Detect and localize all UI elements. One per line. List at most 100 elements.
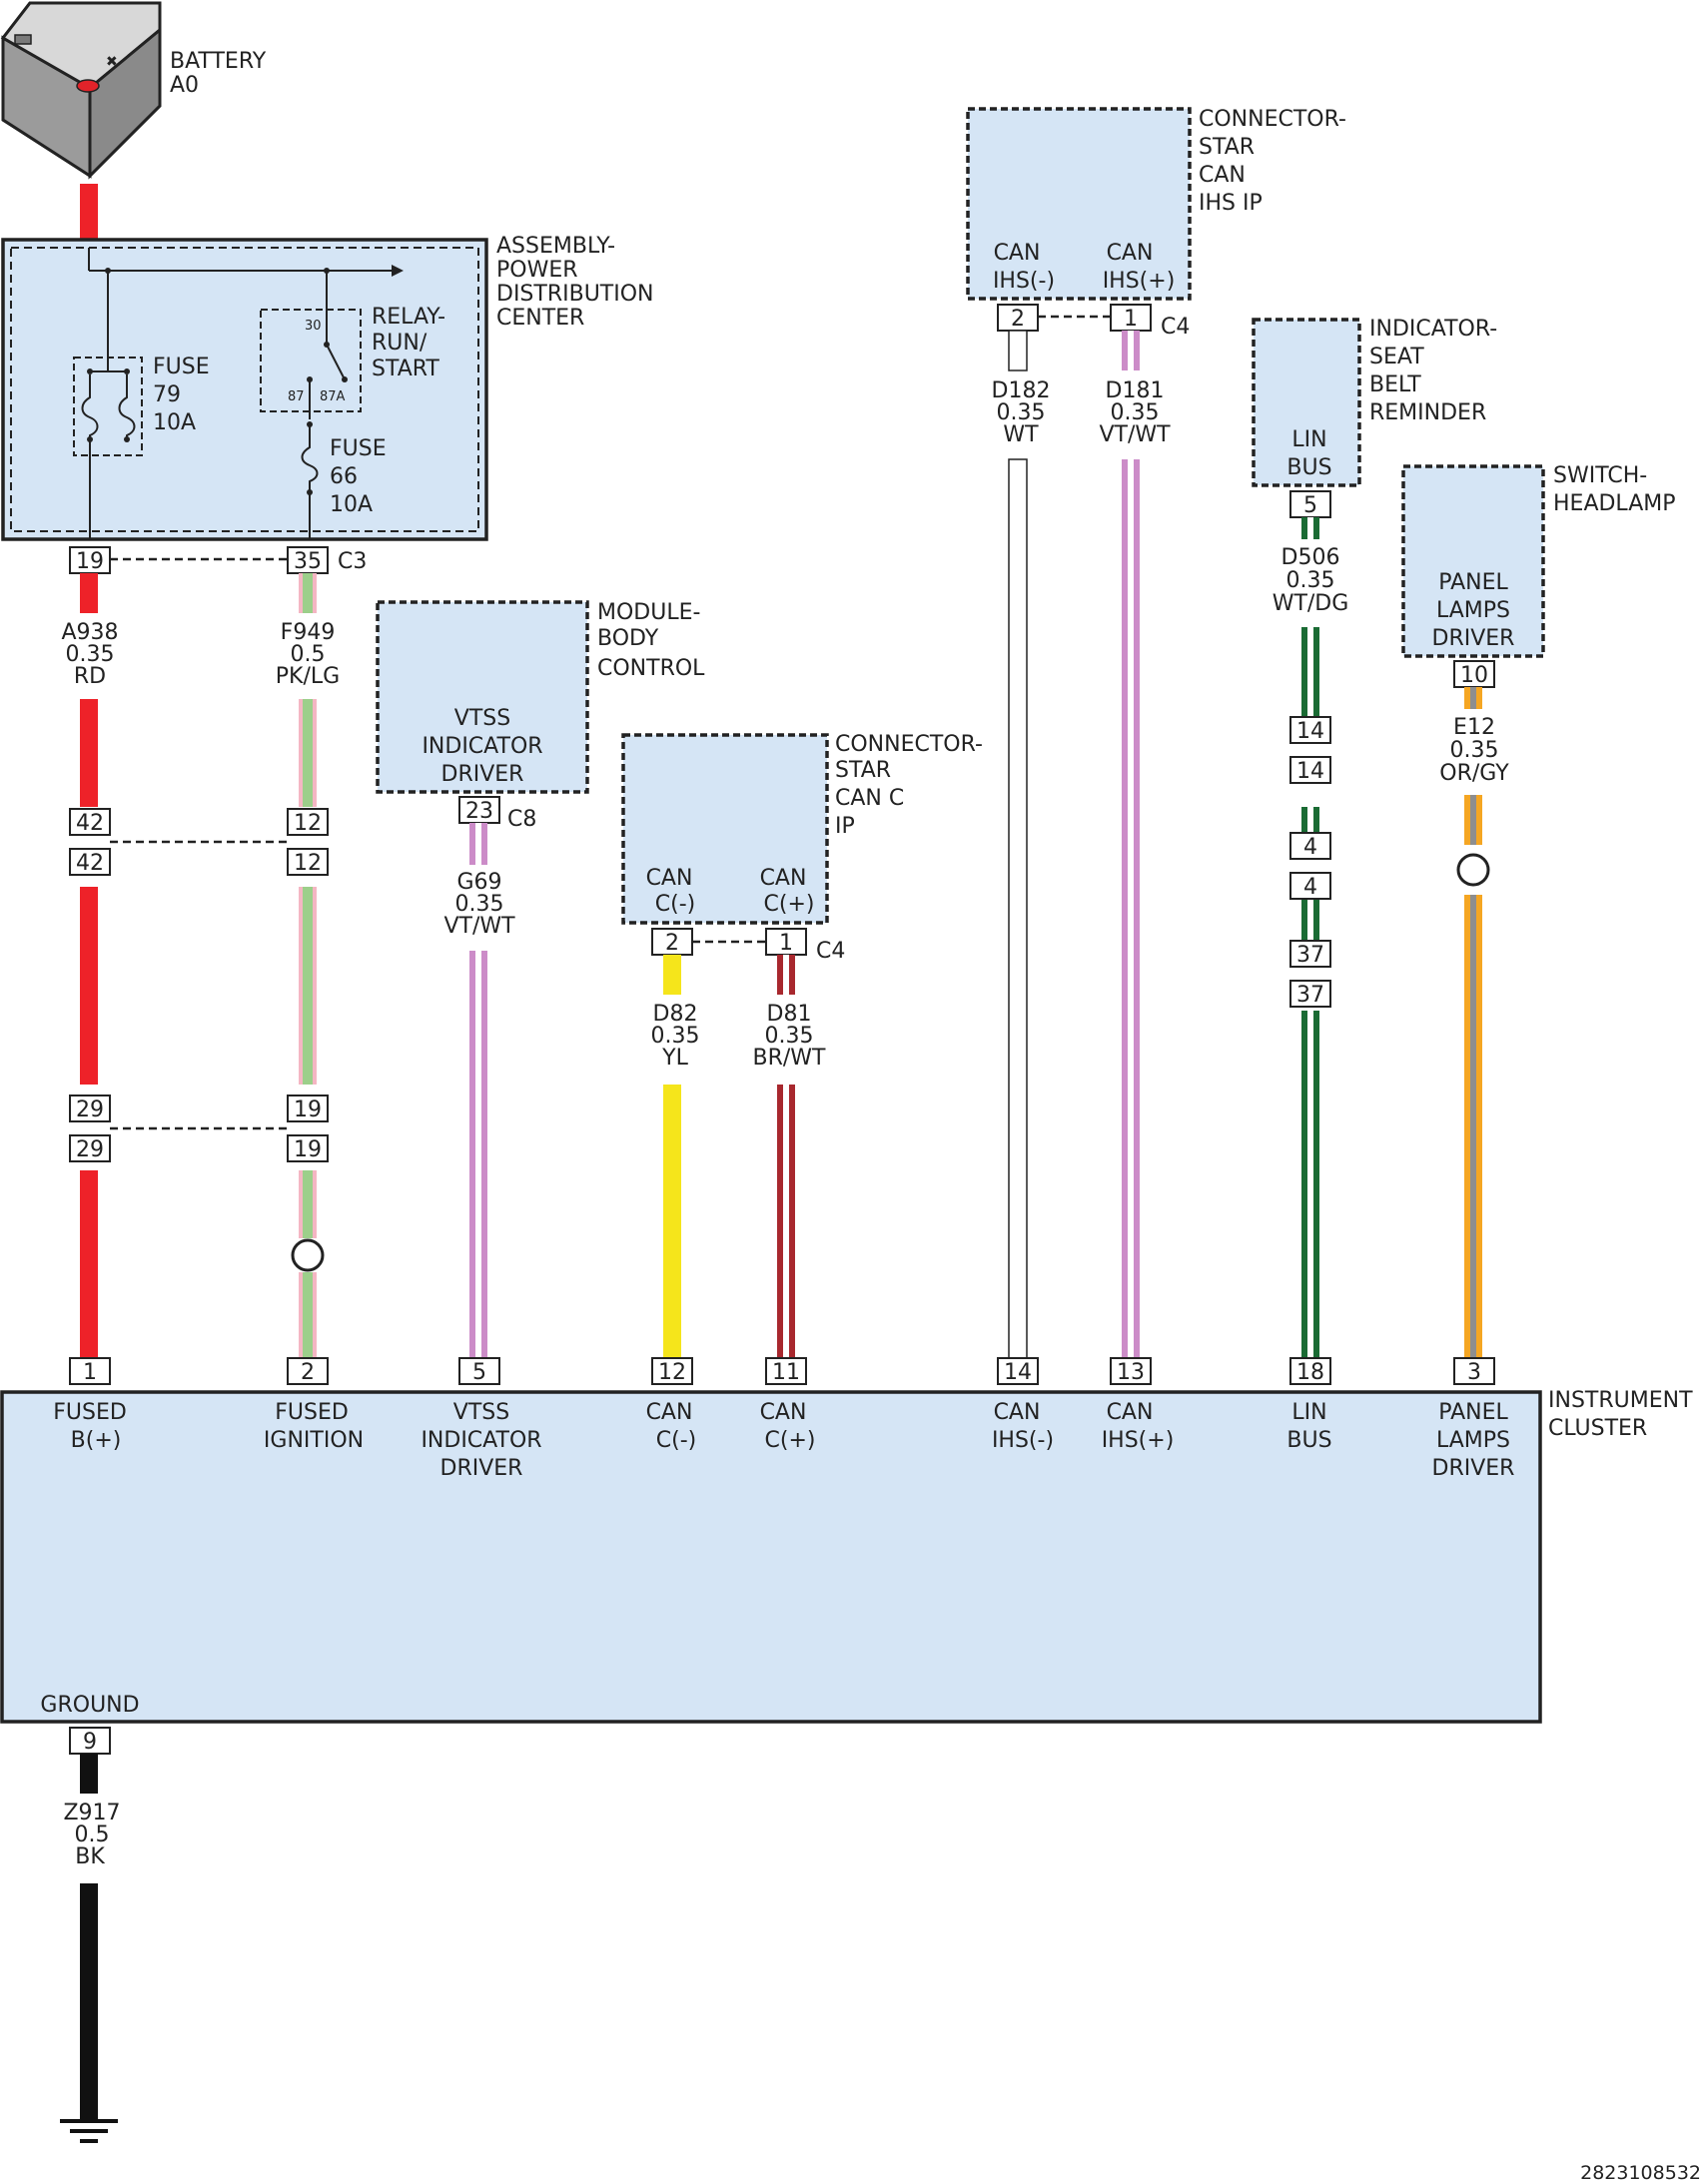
lin-pin-4-b: 4 bbox=[1303, 875, 1317, 900]
headlamp-pin-10: 10 bbox=[1460, 663, 1488, 688]
wire-a938 bbox=[80, 573, 98, 1358]
wire-d82-color: YL bbox=[661, 1046, 688, 1071]
ground-pin-box bbox=[69, 1727, 111, 1755]
headlamp-inner-3: DRIVER bbox=[1432, 626, 1515, 651]
wire-d82 bbox=[663, 955, 681, 1358]
cluster-ground-label: GROUND bbox=[40, 1693, 139, 1718]
starc-label-2: STAR bbox=[835, 758, 891, 783]
wire-d82-gauge: 0.35 bbox=[651, 1024, 700, 1049]
starihs-right-inner-2: IHS(+) bbox=[1103, 269, 1176, 294]
pin-19-b: 19 bbox=[294, 1137, 322, 1162]
wire-e12-color: OR/GY bbox=[1439, 761, 1509, 786]
battery-wire bbox=[80, 184, 98, 240]
wire-e12-code: E12 bbox=[1453, 715, 1495, 740]
cluster-pin-12: 12 bbox=[658, 1360, 686, 1385]
ground-pin-9: 9 bbox=[83, 1730, 97, 1755]
power-distribution-center: 30 87 87A bbox=[1, 238, 488, 541]
svg-text:87: 87 bbox=[288, 389, 305, 404]
wire-f949 bbox=[291, 573, 325, 1358]
cluster-label-1: INSTRUMENT bbox=[1548, 1388, 1693, 1413]
cluster-fn-fused-b-2: B(+) bbox=[71, 1428, 122, 1453]
fuse-66-icon bbox=[301, 424, 319, 539]
headlamp-inner-2: LAMPS bbox=[1436, 598, 1510, 623]
cluster-fn-panel-3: DRIVER bbox=[1432, 1456, 1515, 1481]
pin-42-a: 42 bbox=[76, 811, 104, 836]
pin-12-b: 12 bbox=[294, 851, 322, 876]
cluster-fn-panel-2: LAMPS bbox=[1436, 1428, 1510, 1453]
fuse-79-icon bbox=[81, 374, 99, 439]
body-control-module bbox=[376, 600, 589, 794]
cluster-fn-panel-1: PANEL bbox=[1438, 1400, 1508, 1425]
starc-connector-label: C4 bbox=[816, 939, 845, 964]
connector-c8-label: C8 bbox=[507, 807, 536, 832]
wire-f949-gauge: 0.5 bbox=[291, 642, 326, 667]
relay-label-3: START bbox=[372, 357, 439, 381]
starihs-left-inner-2: IHS(-) bbox=[993, 269, 1055, 294]
bcm-inner-2: INDICATOR bbox=[422, 734, 542, 759]
seatbelt-label-1: INDICATOR- bbox=[1369, 317, 1497, 342]
starc-right-inner-2: C(+) bbox=[764, 892, 815, 917]
document-id: 2823108532 bbox=[1580, 2162, 1701, 2184]
wire-a938-gauge: 0.35 bbox=[66, 642, 115, 667]
cluster-pin-11: 11 bbox=[772, 1360, 800, 1385]
inline-connector-29-19 bbox=[69, 1094, 329, 1162]
seatbelt-label-2: SEAT bbox=[1369, 345, 1424, 369]
wire-g69-gauge: 0.35 bbox=[455, 892, 504, 917]
bcm-pin-box bbox=[458, 796, 500, 824]
wire-d182 bbox=[1008, 330, 1028, 1359]
svg-text:✖: ✖ bbox=[106, 54, 118, 70]
wire-d506-code: D506 bbox=[1281, 545, 1340, 570]
lin-pin-37-a: 37 bbox=[1296, 943, 1324, 968]
seatbelt-inner-1: LIN bbox=[1291, 427, 1326, 452]
pin-35: 35 bbox=[294, 549, 322, 574]
wire-d506 bbox=[1301, 517, 1319, 1358]
seatbelt-inner-2: BUS bbox=[1286, 455, 1331, 480]
fuse-79-box bbox=[73, 357, 143, 456]
headlamp-label-1: SWITCH- bbox=[1553, 463, 1647, 488]
cluster-pin-5: 5 bbox=[472, 1360, 486, 1385]
cluster-pin-14: 14 bbox=[1004, 1360, 1032, 1385]
cluster-fn-canihs-minus-2: IHS(-) bbox=[992, 1428, 1054, 1453]
relay-label-2: RUN/ bbox=[372, 331, 427, 356]
cluster-fn-canc-minus-2: C(-) bbox=[656, 1428, 696, 1453]
star-can-c-connector bbox=[621, 733, 829, 925]
fuse-79-label: FUSE bbox=[153, 355, 210, 379]
wire-z917 bbox=[80, 1754, 98, 2121]
bcm-label-1: MODULE- bbox=[597, 600, 700, 625]
bcm-inner-1: VTSS bbox=[454, 706, 510, 731]
fuse-66-number: 66 bbox=[330, 464, 358, 489]
star-can-c-pins bbox=[651, 928, 807, 956]
lin-pin-4-a: 4 bbox=[1303, 835, 1317, 860]
pin-23: 23 bbox=[465, 799, 493, 824]
cluster-fn-vtss-2: INDICATOR bbox=[421, 1428, 541, 1453]
star-can-ihs-pins bbox=[997, 304, 1152, 332]
relay-switch-icon bbox=[326, 344, 346, 380]
starihs-pin-1: 1 bbox=[1124, 307, 1138, 332]
wire-d81-code: D81 bbox=[767, 1002, 812, 1027]
fuse-66-label: FUSE bbox=[330, 436, 387, 461]
bcm-inner-3: DRIVER bbox=[441, 762, 524, 787]
wire-z917-color: BK bbox=[75, 1844, 105, 1869]
starc-left-inner-1: CAN bbox=[646, 866, 693, 891]
relay-label-1: RELAY- bbox=[372, 305, 445, 330]
fuse-79-rating: 10A bbox=[153, 410, 196, 435]
wire-d81-gauge: 0.35 bbox=[765, 1024, 814, 1049]
svg-text:87A: 87A bbox=[320, 389, 346, 404]
cluster-fn-canc-plus-2: C(+) bbox=[765, 1428, 816, 1453]
cluster-label-2: CLUSTER bbox=[1548, 1416, 1647, 1441]
splice-e12 bbox=[1456, 853, 1490, 887]
cluster-fn-fused-b-1: FUSED bbox=[53, 1400, 127, 1425]
wire-z917-gauge: 0.5 bbox=[75, 1822, 110, 1847]
battery-icon: ✖ bbox=[0, 1, 162, 180]
cluster-pin-13: 13 bbox=[1117, 1360, 1145, 1385]
splice-f949 bbox=[291, 1238, 325, 1272]
cluster-fn-canihs-plus-1: CAN bbox=[1107, 1400, 1154, 1425]
wire-z917-code: Z917 bbox=[63, 1801, 120, 1825]
starihs-right-inner-1: CAN bbox=[1107, 241, 1154, 266]
pin-42-b: 42 bbox=[76, 851, 104, 876]
pin-12-a: 12 bbox=[294, 811, 322, 836]
wire-d181 bbox=[1122, 331, 1140, 1358]
lin-inline-connectors bbox=[1289, 716, 1331, 1008]
wire-d181-color: VT/WT bbox=[1099, 422, 1171, 447]
